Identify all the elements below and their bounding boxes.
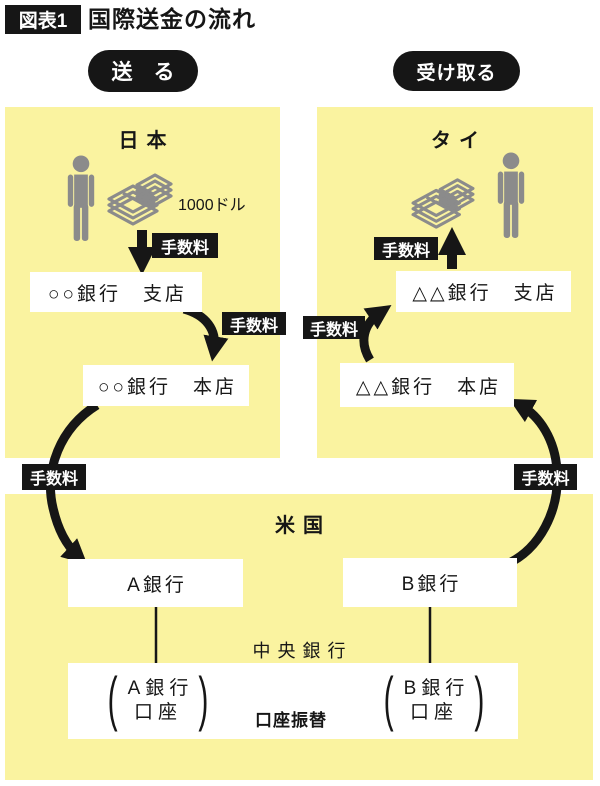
thailand-label: タイ — [431, 130, 487, 152]
usa-label: 米国 — [275, 515, 331, 537]
fee-badge-left-edge: 手数料 — [22, 464, 86, 490]
sender-person-icon — [67, 155, 95, 242]
central-bank-label: 中央銀行 — [252, 641, 353, 661]
money-stack-icon-thailand — [411, 178, 475, 229]
japan-label: 日本 — [118, 130, 175, 152]
japan-head-bank-box: ○○銀行 本店 — [83, 365, 249, 406]
receive-pill: 受け取る — [393, 51, 520, 91]
fee-badge-japan-down: 手数料 — [152, 233, 218, 258]
japan-branch-bank-box: ○○銀行 支店 — [30, 272, 202, 312]
page-title: 国際送金の流れ — [88, 6, 256, 32]
thailand-head-bank-box: △△銀行 本店 — [340, 363, 514, 407]
fee-badge-right-edge: 手数料 — [514, 464, 577, 490]
bank-a-account-label: A銀行口座 — [127, 678, 194, 723]
bank-a-box: A銀行 — [68, 559, 243, 607]
account-transfer-label: 口座振替 — [255, 711, 327, 730]
receiver-person-icon — [497, 152, 525, 239]
send-pill: 送 る — [88, 50, 198, 92]
paren-close-a: ) — [198, 667, 209, 733]
fee-badge-branch-to-head-left: 手数料 — [222, 312, 286, 335]
bank-a-account-group: ( A銀行口座 ) — [85, 667, 231, 735]
money-stack-icon-japan — [107, 173, 173, 226]
fee-badge-thailand-up: 手数料 — [374, 237, 438, 260]
bank-b-box: B銀行 — [343, 558, 517, 607]
bank-b-account-group: ( B銀行口座 ) — [358, 667, 510, 735]
paren-open-b: ( — [383, 667, 394, 733]
amount-label: 1000ドル — [178, 197, 246, 214]
fee-badge-head-to-branch-right: 手数料 — [303, 316, 365, 339]
paren-close-b: ) — [474, 667, 485, 733]
bank-b-account-label: B銀行口座 — [403, 678, 470, 723]
thailand-branch-bank-box: △△銀行 支店 — [396, 271, 571, 312]
paren-open-a: ( — [107, 667, 118, 733]
figure-tag: 図表1 — [5, 5, 81, 34]
